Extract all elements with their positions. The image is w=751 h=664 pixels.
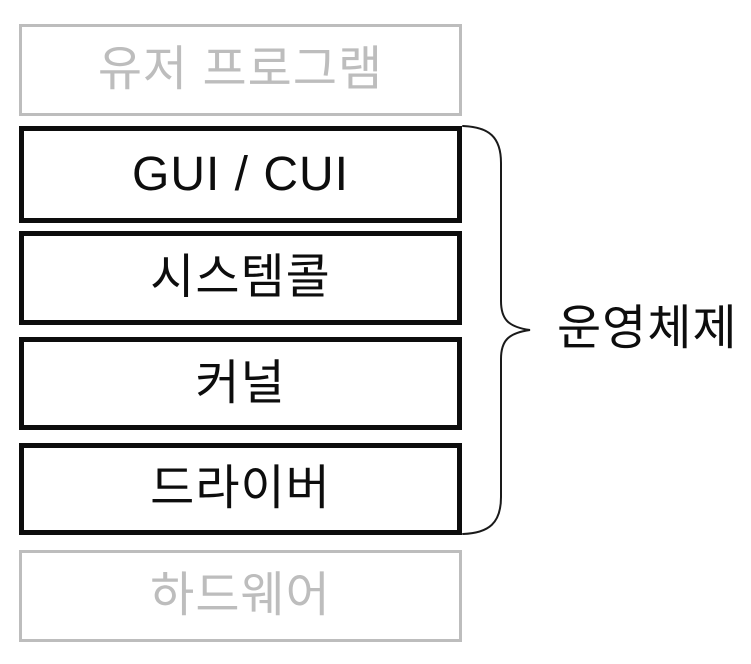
layer-gui-cui-label: GUI / CUI	[131, 147, 349, 201]
curly-brace-right	[462, 125, 531, 535]
layer-driver: 드라이버	[19, 443, 462, 535]
layer-kernel: 커널	[19, 337, 462, 430]
layer-hardware: 하드웨어	[19, 550, 462, 642]
os-group-label: 운영체제	[557, 302, 738, 355]
layer-hardware-label: 하드웨어	[150, 569, 331, 622]
layer-user-program-label: 유저 프로그램	[97, 43, 384, 96]
layer-gui-cui: GUI / CUI	[19, 126, 462, 223]
layer-driver-label: 드라이버	[150, 462, 331, 515]
layer-system-call: 시스템콜	[19, 231, 462, 325]
layer-system-call-label: 시스템콜	[150, 251, 331, 304]
layer-user-program: 유저 프로그램	[19, 24, 462, 116]
layer-kernel-label: 커널	[195, 356, 286, 410]
